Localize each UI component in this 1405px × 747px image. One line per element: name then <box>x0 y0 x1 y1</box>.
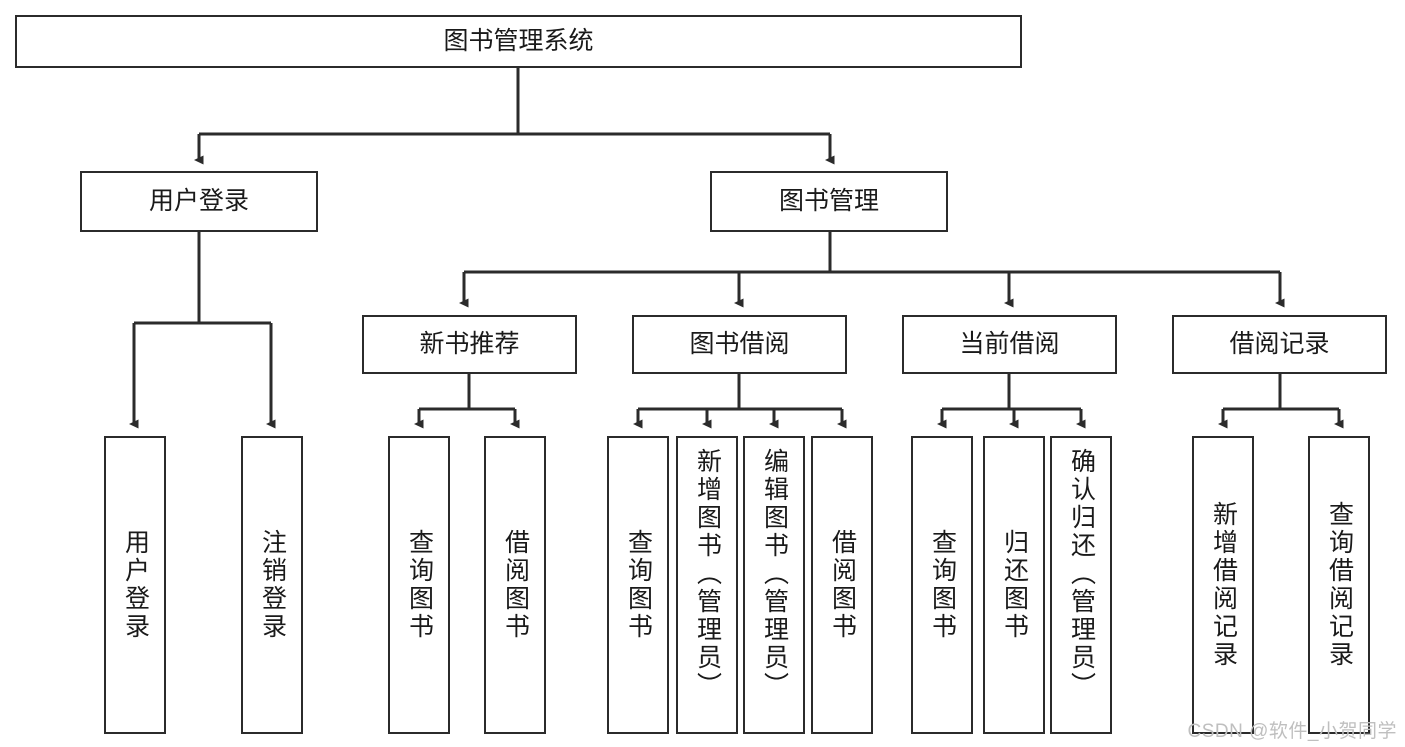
node-leaf-query-book-1-label: 查询图书 <box>405 529 434 641</box>
node-root[interactable]: 图书管理系统 <box>15 15 1022 68</box>
node-leaf-logout[interactable]: 注销登录 <box>241 436 303 734</box>
node-leaf-query-book-2[interactable]: 查询图书 <box>607 436 669 734</box>
node-leaf-query-book-1[interactable]: 查询图书 <box>388 436 450 734</box>
node-leaf-return-book-label: 归还图书 <box>1000 529 1029 641</box>
node-leaf-borrow-book-1-label: 借阅图书 <box>501 529 530 641</box>
node-leaf-add-record-label: 新增借阅记录 <box>1209 501 1238 669</box>
node-leaf-query-book-3[interactable]: 查询图书 <box>911 436 973 734</box>
node-new-book-recommend-label: 新书推荐 <box>419 330 520 359</box>
node-leaf-query-record-label: 查询借阅记录 <box>1325 501 1354 669</box>
node-leaf-user-login[interactable]: 用户登录 <box>104 436 166 734</box>
node-current-borrow[interactable]: 当前借阅 <box>902 315 1117 374</box>
watermark: CSDN @软件_小贺同学 <box>1187 721 1397 742</box>
node-leaf-query-book-3-label: 查询图书 <box>928 529 957 641</box>
node-borrow-record-label: 借阅记录 <box>1229 330 1330 359</box>
node-current-borrow-label: 当前借阅 <box>959 330 1060 359</box>
node-leaf-return-book[interactable]: 归还图书 <box>983 436 1045 734</box>
node-book-borrow-label: 图书借阅 <box>689 330 790 359</box>
node-borrow-record[interactable]: 借阅记录 <box>1172 315 1387 374</box>
node-leaf-borrow-book-1[interactable]: 借阅图书 <box>484 436 546 734</box>
node-user-login[interactable]: 用户登录 <box>80 171 318 232</box>
node-leaf-logout-label: 注销登录 <box>258 529 287 641</box>
node-user-login-label: 用户登录 <box>148 187 249 216</box>
node-leaf-add-book-label: 新增图书（管理员） <box>693 448 722 700</box>
node-book-manage-label: 图书管理 <box>778 187 879 216</box>
node-leaf-confirm-return[interactable]: 确认归还（管理员） <box>1050 436 1112 734</box>
node-leaf-borrow-book-2[interactable]: 借阅图书 <box>811 436 873 734</box>
node-book-borrow[interactable]: 图书借阅 <box>632 315 847 374</box>
node-leaf-user-login-label: 用户登录 <box>121 529 150 641</box>
node-leaf-confirm-return-label: 确认归还（管理员） <box>1067 448 1096 700</box>
node-leaf-add-book[interactable]: 新增图书（管理员） <box>676 436 738 734</box>
node-leaf-edit-book[interactable]: 编辑图书（管理员） <box>743 436 805 734</box>
node-leaf-edit-book-label: 编辑图书（管理员） <box>760 448 789 700</box>
node-book-manage[interactable]: 图书管理 <box>710 171 948 232</box>
node-leaf-borrow-book-2-label: 借阅图书 <box>828 529 857 641</box>
node-new-book-recommend[interactable]: 新书推荐 <box>362 315 577 374</box>
node-root-label: 图书管理系统 <box>443 27 594 56</box>
node-leaf-add-record[interactable]: 新增借阅记录 <box>1192 436 1254 734</box>
node-leaf-query-book-2-label: 查询图书 <box>624 529 653 641</box>
node-leaf-query-record[interactable]: 查询借阅记录 <box>1308 436 1370 734</box>
